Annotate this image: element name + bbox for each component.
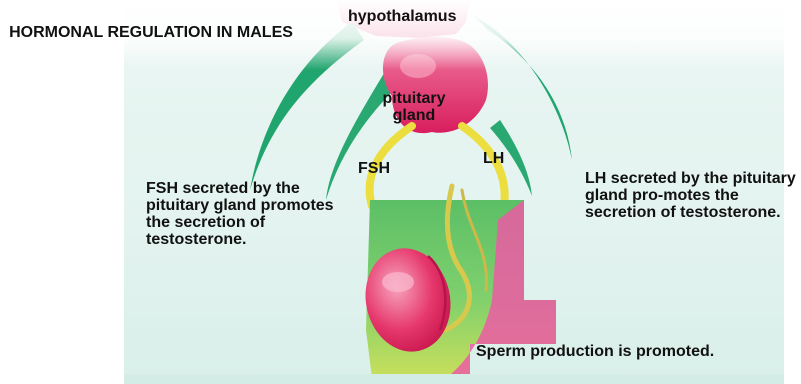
note-sperm-production: Sperm production is promoted. [476, 343, 714, 360]
note-fsh: FSH secreted by the pituitary gland prom… [146, 180, 336, 248]
label-fsh: FSH [358, 160, 390, 177]
note-lh: LH secreted by the pituitary gland pro-m… [585, 170, 800, 221]
label-hypothalamus: hypothalamus [348, 8, 456, 25]
diagram-title: HORMONAL REGULATION IN MALES [6, 24, 296, 42]
label-pituitary-gland: pituitary gland [362, 90, 466, 124]
label-lh: LH [483, 150, 504, 167]
